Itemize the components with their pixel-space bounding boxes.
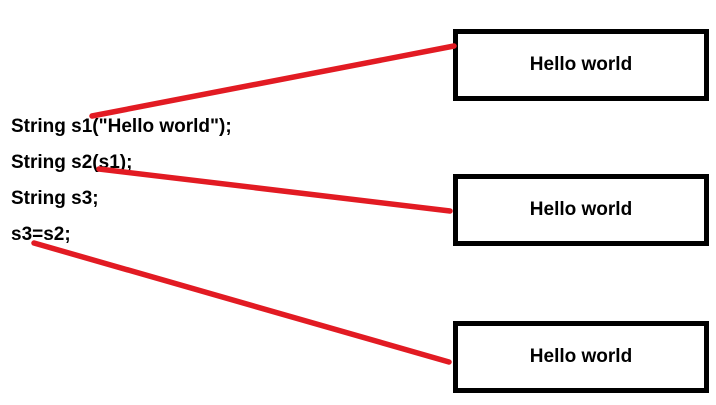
string-box-3: Hello world (453, 321, 709, 393)
code-block: String s1("Hello world"); String s2(s1);… (11, 109, 232, 253)
string-box-2-label: Hello world (529, 199, 633, 220)
connector-s1-to-box1 (89, 43, 457, 119)
connector-s3-to-box3 (31, 240, 452, 365)
string-box-1-label: Hello world (529, 54, 633, 75)
string-box-2: Hello world (453, 174, 709, 246)
code-line-s2-declaration: String s2(s1); (11, 152, 133, 173)
code-line-s3-declaration: String s3; (11, 188, 99, 209)
code-line-s1-declaration: String s1("Hello world"); (11, 116, 232, 137)
code-line-s3-assignment: s3=s2; (11, 224, 71, 245)
string-box-3-label: Hello world (529, 346, 633, 367)
string-box-1: Hello world (453, 29, 709, 101)
